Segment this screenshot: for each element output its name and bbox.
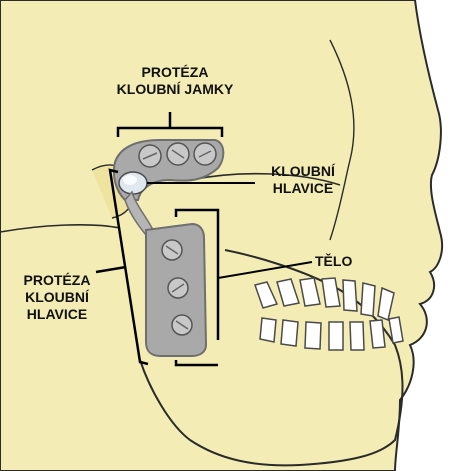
label-condylar-head: KLOUBNÍ HLAVICE (258, 163, 348, 197)
label-condylar-prosthesis: PROTÉZA KLOUBNÍ HLAVICE (12, 272, 102, 323)
label-body: TĚLO (315, 253, 352, 270)
label-fossa-prosthesis: PROTÉZA KLOUBNÍ JAMKY (100, 64, 250, 98)
condylar-head (119, 172, 147, 194)
